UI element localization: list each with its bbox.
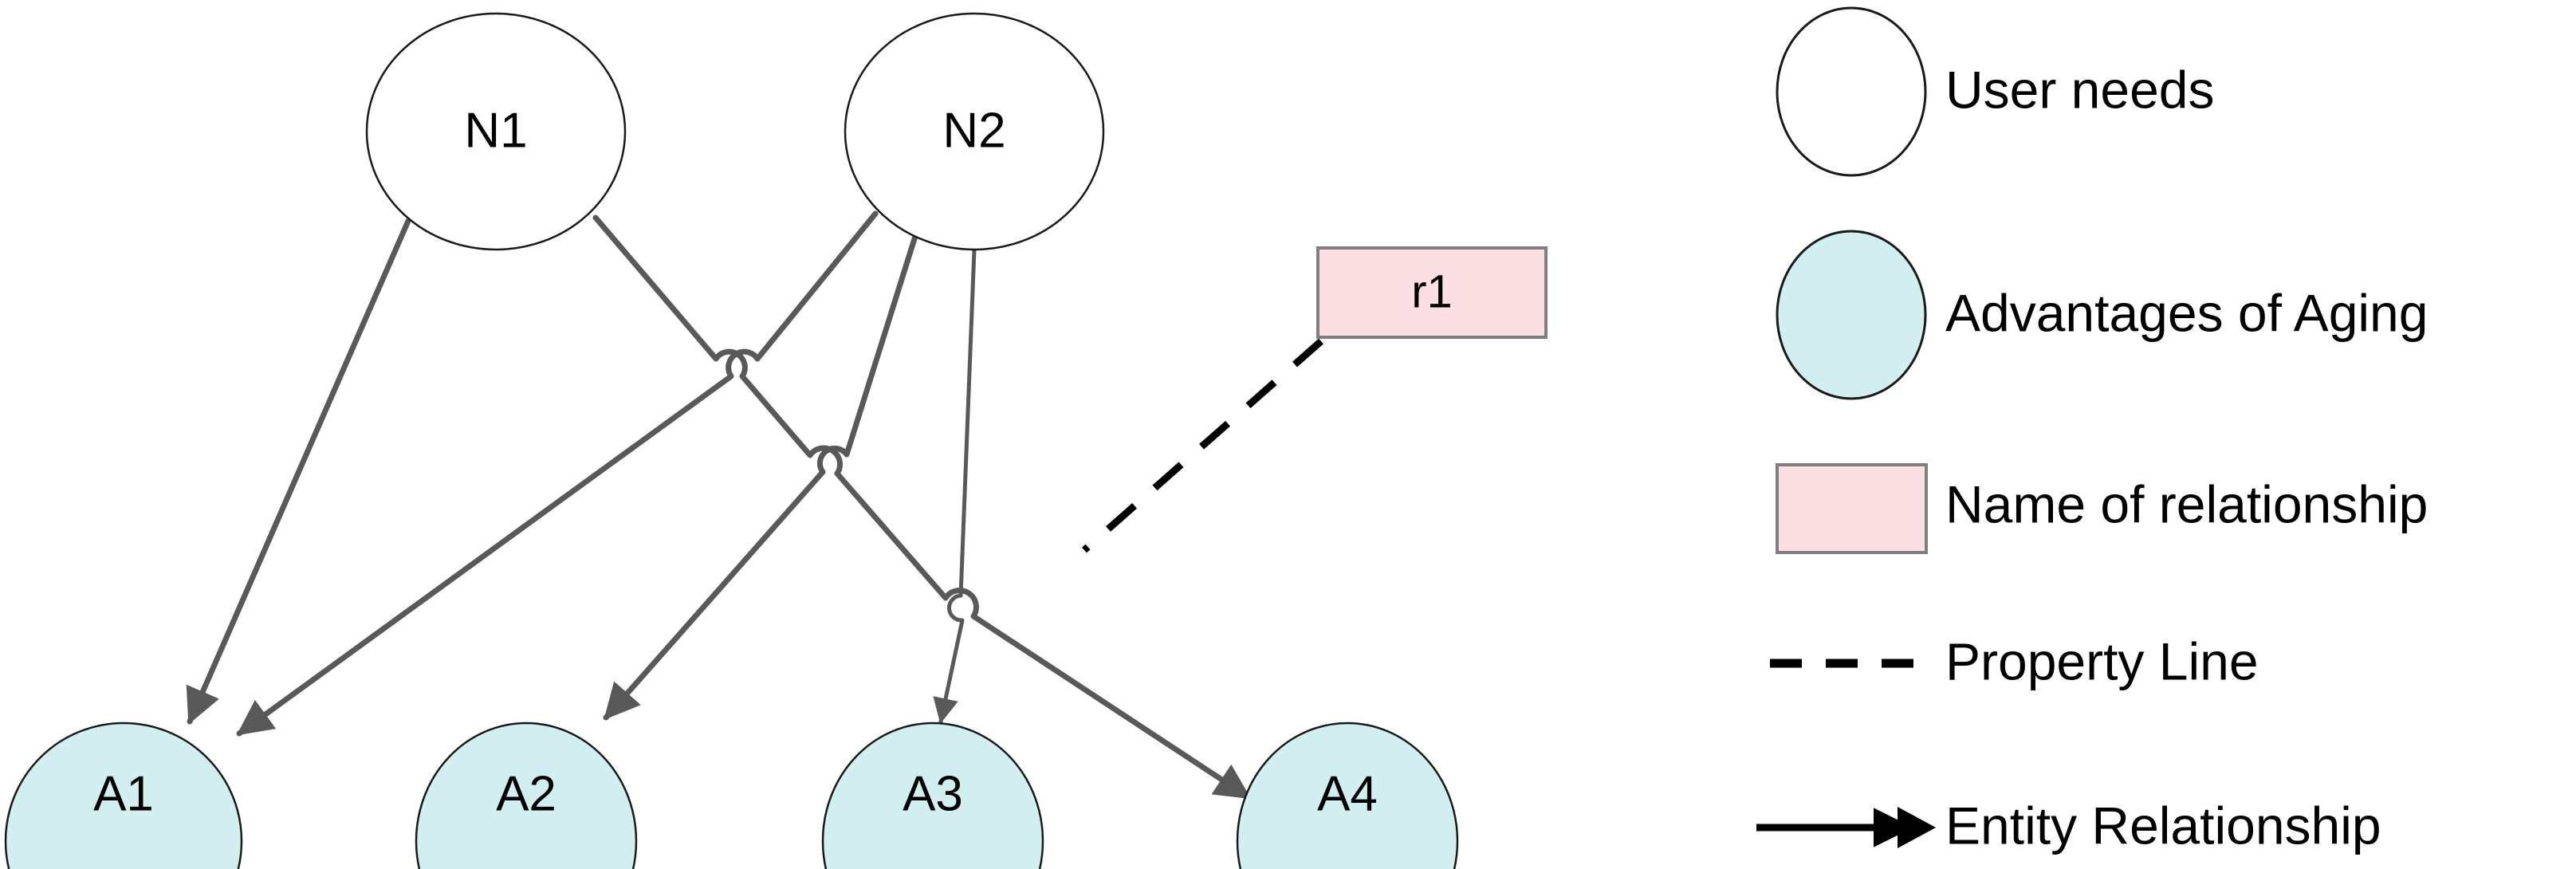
node-a3[interactable]: A3 [821,722,1044,869]
legend-item-user-needs: User needs [1776,6,2215,177]
node-r1-label: r1 [1411,265,1453,317]
legend-label-user-needs: User needs [1945,60,2215,119]
node-r1[interactable]: r1 [1316,246,1548,339]
node-a4[interactable]: A4 [1236,722,1459,869]
legend-label-advantages: Advantages of Aging [1945,283,2428,342]
legend-item-advantages: Advantages of Aging [1776,230,2428,400]
node-a2-label: A2 [496,766,556,821]
edge-n2-a1 [236,210,879,737]
legend-item-entity-relationship: Entity Relationship [1756,796,2381,855]
property-line-r1 [1082,338,1323,553]
node-a1-label: A1 [93,766,154,821]
legend-label-entity-relationship: Entity Relationship [1945,796,2381,855]
node-n1[interactable]: N1 [365,12,627,251]
rect-filled-icon [1776,463,1928,554]
node-a2[interactable]: A2 [415,722,638,869]
node-n1-label: N1 [464,103,527,158]
node-n2-label: N2 [942,103,1005,158]
node-r1-shape[interactable] [1316,246,1548,339]
node-n1-shape[interactable] [365,12,627,251]
legend-label-relationship: Name of relationship [1945,474,2428,533]
edge-n2-a2 [603,228,920,721]
node-n2-shape[interactable] [844,12,1105,251]
node-a3-label: A3 [903,766,963,821]
node-a1-shape[interactable] [4,722,243,869]
ellipse-outline-icon [1776,6,1927,177]
legend-label-property-line: Property Line [1945,631,2259,690]
solid-arrow-head-icon [1898,807,1936,848]
node-a2-shape[interactable] [415,722,638,869]
node-a3-shape[interactable] [821,722,1044,869]
edge-n2-a3 [933,247,977,724]
node-a4-label: A4 [1317,766,1378,821]
ellipse-filled-icon [1776,230,1927,400]
edge-n1-a1 [186,218,411,725]
node-n2[interactable]: N2 [844,12,1105,251]
node-a1[interactable]: A1 [4,722,243,869]
node-a4-shape[interactable] [1236,722,1459,869]
legend-item-property-line: Property Line [1770,631,2259,690]
legend-item-relationship: Name of relationship [1776,463,2428,554]
